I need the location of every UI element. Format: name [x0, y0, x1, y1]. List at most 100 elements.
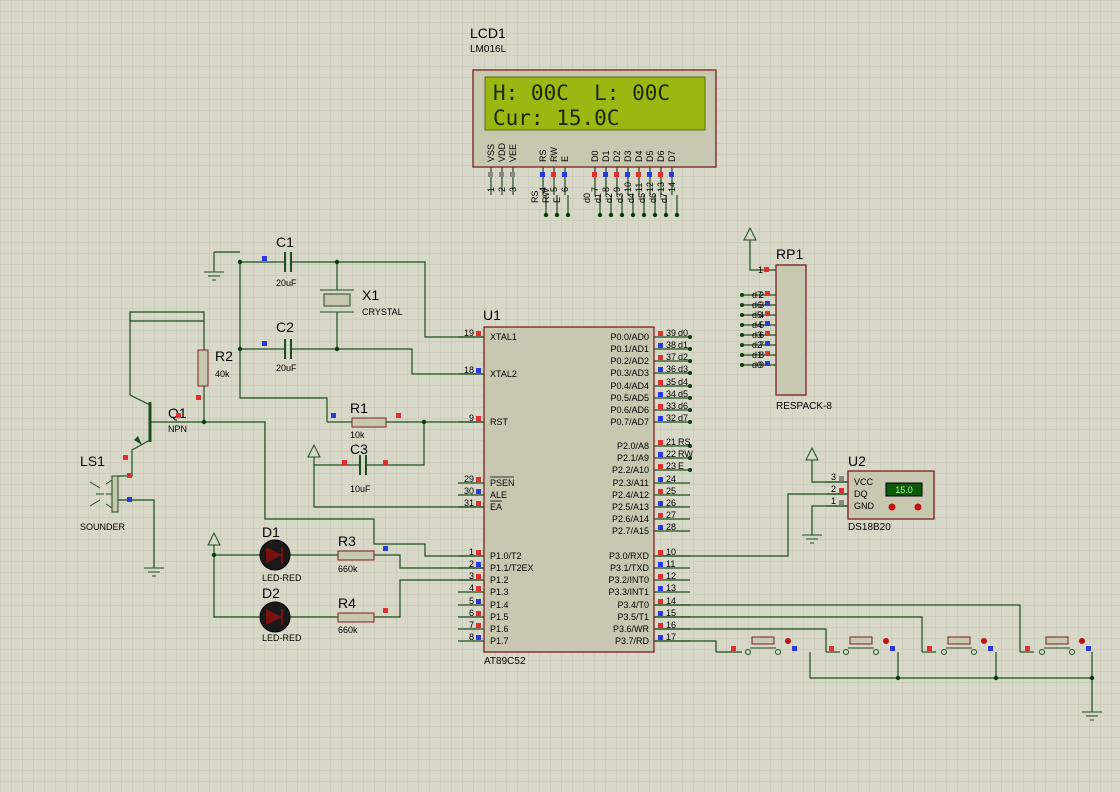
mcu-pin-label: P1.7 [490, 636, 509, 646]
mcu-net-label: RW [678, 449, 693, 459]
mcu-pin-label: P1.0/T2 [490, 551, 522, 561]
lcd-pins: VSS1VDD2VEE3RS4RW5E6D07D18D29D310D411D51… [486, 142, 677, 203]
r4-ref: R4 [338, 595, 356, 611]
mcu-pin-label: P2.5/A13 [612, 502, 649, 512]
lcd-module[interactable]: LCD1 LM016L H: 00C L: 00C Cur: 15.0C VSS… [470, 25, 717, 203]
mcu-pin-number: 17 [666, 632, 676, 642]
led-d1[interactable]: D1 LED-RED [259, 524, 302, 583]
rp1-net-label: d7 [752, 290, 762, 300]
lcd-net-label: RS [530, 190, 540, 203]
lcd-pin-name: D4 [634, 150, 644, 162]
lcd-pin-name: D7 [667, 150, 677, 162]
lcd-pin-number: 7 [590, 187, 600, 192]
mcu-pin-label: P1.6 [490, 624, 509, 634]
resistor-r1[interactable]: R1 10k [331, 400, 401, 440]
vcc-power-icon [743, 226, 757, 241]
mcu-pin-number: 7 [469, 620, 474, 630]
mcu-pin-number: 28 [666, 522, 676, 532]
mcu-part: AT89C52 [484, 656, 526, 667]
resistor-r2[interactable]: R2 40k [196, 348, 233, 400]
sounder-ls1[interactable]: LS1 SOUNDER [80, 453, 132, 532]
rp1-pin1-number: 1 [758, 265, 763, 275]
lcd-screen [484, 76, 706, 131]
mcu-pin-number: 1 [469, 547, 474, 557]
mcu-pin-label: P0.5/AD5 [610, 393, 649, 403]
mcu-pin-label: P3.7/RD [615, 636, 650, 646]
mcu-pin-number: 29 [464, 474, 474, 484]
rp1-part: RESPACK-8 [776, 401, 832, 412]
mcu-pin-label: P3.3/INT1 [608, 587, 649, 597]
mcu-ref: U1 [483, 307, 501, 323]
led-d2[interactable]: D2 LED-RED [259, 585, 302, 643]
mcu-pin-number: 24 [666, 474, 676, 484]
u2-ground-icon [802, 534, 822, 544]
lcd-net-label: d4 [626, 193, 636, 203]
transistor-q1[interactable]: Q1 NPN [123, 402, 187, 460]
mcu-pin-number: 38 [666, 340, 676, 350]
resistor-r4[interactable]: R4 660k [337, 595, 388, 635]
r4-value: 660k [338, 625, 358, 635]
c2-ref: C2 [276, 319, 294, 335]
mcu-pin-number: 19 [464, 328, 474, 338]
lcd-pin-number: 6 [560, 187, 570, 192]
d2-value: LED-RED [262, 633, 302, 643]
lcd-net-label: d7 [659, 193, 669, 203]
q1-value: NPN [168, 424, 187, 434]
lcd-pin-number: 14 [667, 182, 677, 192]
push-button-2[interactable] [829, 636, 895, 655]
u2-pin-number: 2 [831, 484, 836, 494]
mcu-pin-number: 39 [666, 328, 676, 338]
mcu-pin-label: P2.7/A15 [612, 526, 649, 536]
mcu-pin-number: 11 [666, 559, 675, 569]
capacitor-c2[interactable]: C2 20uF [262, 319, 298, 373]
resistor-r3[interactable]: R3 660k [337, 533, 388, 574]
mcu-pin-number: 25 [666, 486, 676, 496]
lcd-pin-name: E [560, 156, 570, 162]
mcu-pin-label: P3.6/WR [613, 624, 650, 634]
rp1-net-label: d2 [752, 340, 762, 350]
mcu-pin-label: PSEN [490, 478, 515, 488]
c3-value: 10uF [350, 484, 371, 494]
mcu-pin-label: P0.7/AD7 [610, 417, 649, 427]
u2-button-up-icon[interactable] [914, 503, 922, 511]
u2-button-down-icon[interactable] [888, 503, 896, 511]
lcd-pin-name: D2 [612, 150, 622, 162]
capacitor-c3[interactable]: C3 10uF [342, 441, 388, 494]
push-button-4[interactable] [1025, 636, 1091, 655]
rp1-net-label: d3 [752, 330, 762, 340]
lcd-pin-name: D3 [623, 150, 633, 162]
lcd-line-1: H: 00C L: 00C [493, 81, 670, 105]
mcu-pin-number: 10 [666, 547, 676, 557]
junctions [201, 212, 1095, 681]
push-button-1[interactable] [731, 636, 797, 655]
lcd-pin-number: 11 [634, 183, 644, 192]
lcd-pin-name: VEE [508, 144, 518, 162]
mcu-pin-number: 16 [666, 620, 676, 630]
lcd-net-label: d5 [637, 193, 647, 203]
crystal-x1[interactable]: X1 CRYSTAL [320, 287, 403, 317]
rp1-pin-number: 7 [759, 340, 764, 350]
mcu-net-label: d4 [678, 377, 688, 387]
x1-ref: X1 [362, 287, 379, 303]
led-power-icon [207, 531, 221, 546]
mcu-pin-label: P3.4/T0 [617, 600, 649, 610]
mcu-pin-label: P3.5/T1 [617, 612, 649, 622]
lcd-net-label: d1 [593, 193, 603, 203]
rp1-net-label: d5 [752, 310, 762, 320]
wires [118, 195, 1093, 712]
lcd-part: LM016L [470, 44, 507, 55]
push-button-3[interactable] [927, 636, 993, 655]
mcu-pin-number: 32 [666, 413, 676, 423]
mcu-pin-number: 35 [666, 377, 676, 387]
mcu-pin-number: 3 [469, 571, 474, 581]
ls1-value: SOUNDER [80, 522, 126, 532]
mcu-pin-number: 30 [464, 486, 474, 496]
capacitor-c1[interactable]: C1 20uF [262, 234, 298, 288]
mcu-net-label: d6 [678, 401, 688, 411]
mcu-pin-number: 18 [464, 365, 474, 375]
